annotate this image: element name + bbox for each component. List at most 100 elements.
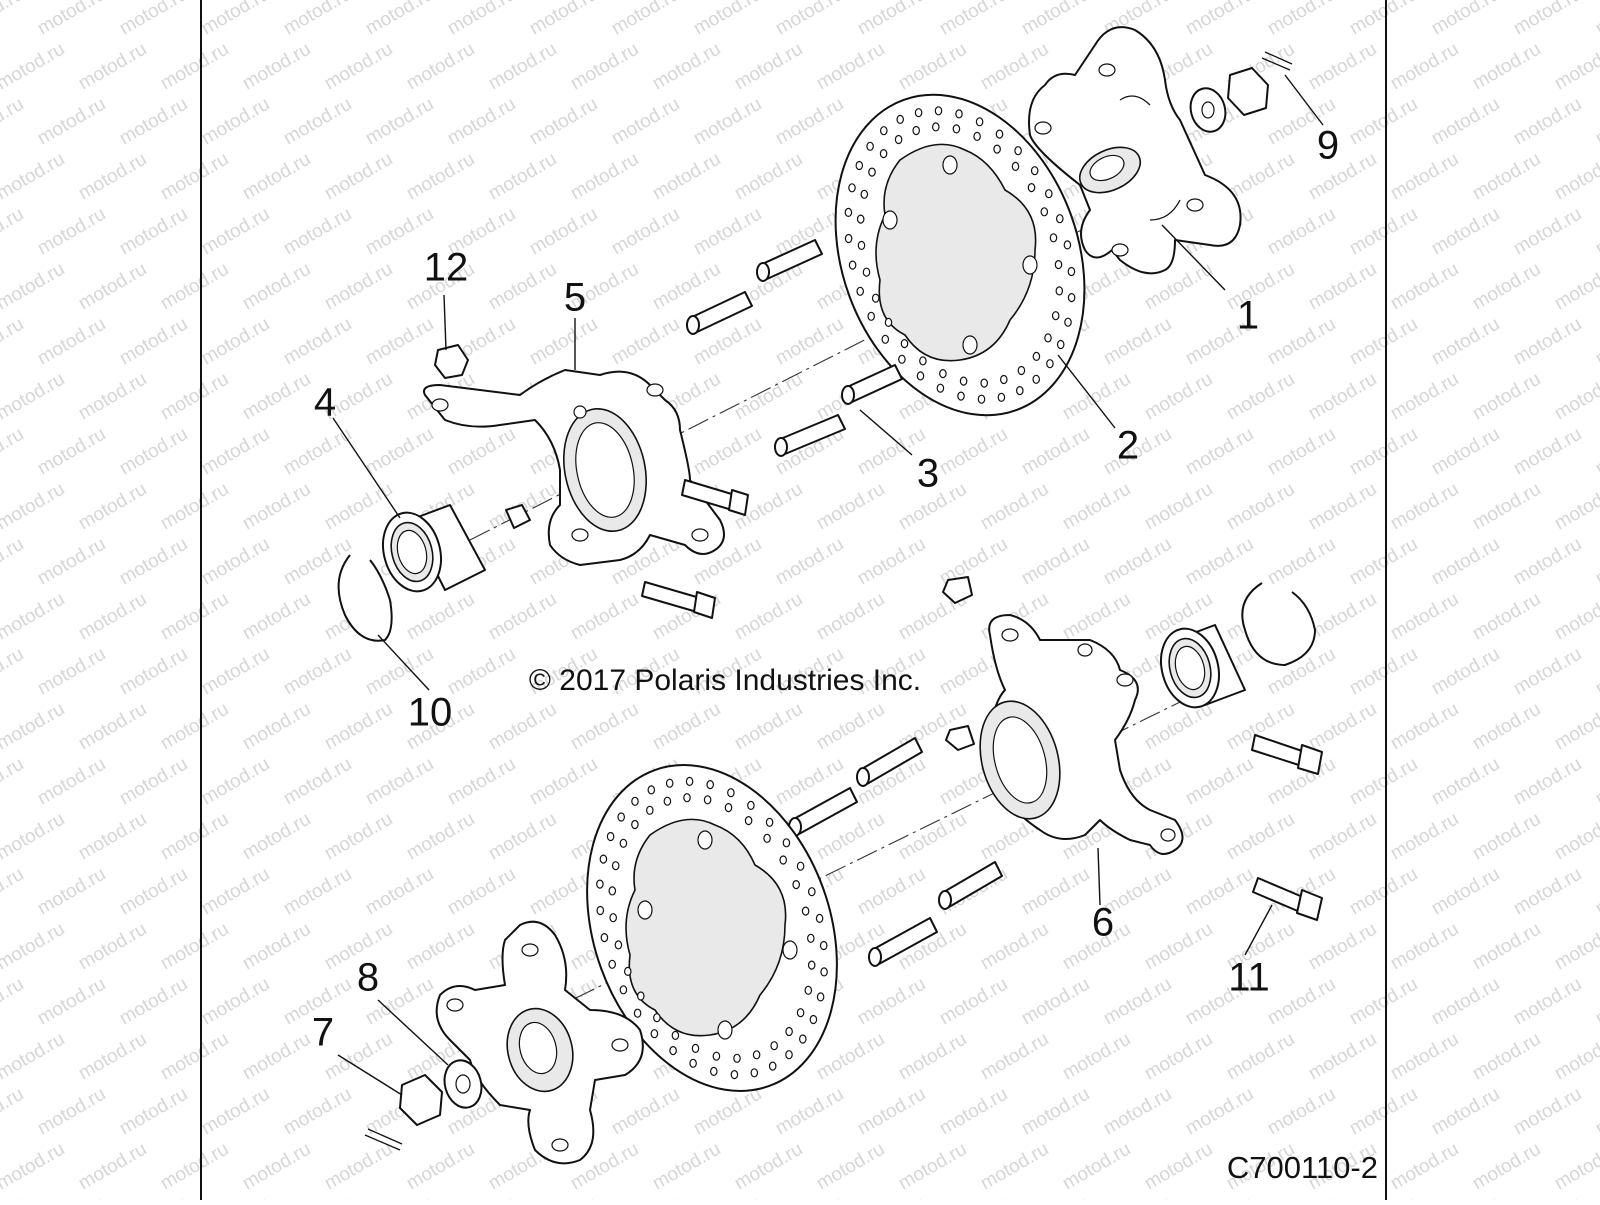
watermark-text: motod.ru <box>1223 369 1298 425</box>
watermark-text: motod.ru <box>567 149 642 205</box>
watermark-text: motod.ru <box>75 39 150 95</box>
watermark-text: motod.ru <box>280 754 355 810</box>
disc-vent-hole <box>1015 386 1024 396</box>
disc-vent-hole <box>785 1050 793 1060</box>
watermark-text: motod.ru <box>0 644 27 700</box>
watermark-text: motod.ru <box>1592 94 1600 150</box>
watermark-text: motod.ru <box>1264 1084 1339 1140</box>
watermark-text: motod.ru <box>1551 369 1600 425</box>
disc-vent-hole <box>868 167 876 177</box>
watermark-text: motod.ru <box>116 754 191 810</box>
watermark-text: motod.ru <box>280 424 355 480</box>
watermark-text: motod.ru <box>280 644 355 700</box>
watermark-text: motod.ru <box>280 94 355 150</box>
disc-vent-hole <box>1063 240 1072 250</box>
leader-lines <box>332 74 1324 1096</box>
watermark-text: motod.ru <box>1305 259 1380 315</box>
watermark-text: motod.ru <box>1551 1029 1600 1085</box>
watermark-text: motod.ru <box>157 589 232 645</box>
watermark-text: motod.ru <box>1141 1029 1216 1085</box>
watermark-text: motod.ru <box>34 864 109 920</box>
watermark-text: motod.ru <box>116 1194 191 1200</box>
disc-vent-hole <box>862 267 871 277</box>
disc-vent-hole <box>879 149 888 159</box>
watermark-text: motod.ru <box>854 974 929 1030</box>
watermark-text: motod.ru <box>1592 644 1600 700</box>
watermark-text: motod.ru <box>895 1029 970 1085</box>
watermark-text: motod.ru <box>362 754 437 810</box>
disc-vent-hole <box>636 991 645 1001</box>
watermark-text: motod.ru <box>34 0 109 39</box>
watermark-text: motod.ru <box>485 149 560 205</box>
watermark-text: motod.ru <box>526 314 601 370</box>
disc-vent-hole <box>619 838 628 848</box>
watermark-text: motod.ru <box>772 534 847 590</box>
watermark-text: motod.ru <box>321 1139 396 1195</box>
watermark-text: motod.ru <box>403 809 478 865</box>
watermark-text: motod.ru <box>362 94 437 150</box>
brake-disc-upper <box>834 93 1086 417</box>
disc-vent-hole <box>957 391 965 401</box>
watermark-text: motod.ru <box>936 1194 1011 1200</box>
snap-ring-upper <box>337 554 393 642</box>
watermark-text: motod.ru <box>1346 424 1421 480</box>
disc-vent-hole <box>683 793 691 803</box>
disc-vent-hole <box>1040 207 1049 217</box>
watermark-text: motod.ru <box>1510 1194 1585 1200</box>
disc-vent-hole <box>691 1043 700 1054</box>
watermark-text: motod.ru <box>0 369 68 425</box>
disc-vent-hole <box>993 144 1001 154</box>
watermark-text: motod.ru <box>772 94 847 150</box>
nut-12 <box>434 344 469 379</box>
watermark-text: motod.ru <box>1551 589 1600 645</box>
watermark-text: motod.ru <box>157 809 232 865</box>
watermark-text: motod.ru <box>1305 39 1380 95</box>
disc-vent-hole <box>1067 293 1076 303</box>
axle-nut-assembly-lower <box>364 1059 483 1151</box>
watermark-text: motod.ru <box>731 149 806 205</box>
watermark-text: motod.ru <box>1182 534 1257 590</box>
steering-knuckle-upper <box>423 369 725 566</box>
watermark-text: motod.ru <box>75 479 150 535</box>
disc-vent-hole <box>914 108 923 118</box>
watermark-text: motod.ru <box>1387 369 1462 425</box>
wheel-hub-upper <box>1028 26 1242 275</box>
watermark-text: motod.ru <box>1592 974 1600 1030</box>
watermark-text: motod.ru <box>772 1084 847 1140</box>
disc-vent-hole <box>689 1058 697 1068</box>
callout-5: 5 <box>564 276 586 320</box>
watermark-text: motod.ru <box>649 1139 724 1195</box>
disc-vent-hole <box>848 260 857 270</box>
watermark-text: motod.ru <box>731 589 806 645</box>
disc-vent-hole <box>647 785 656 795</box>
watermark-text: motod.ru <box>1100 1084 1175 1140</box>
watermark-text: motod.ru <box>34 974 109 1030</box>
watermark-text: motod.ru <box>239 1139 314 1195</box>
disc-vent-hole <box>596 879 604 889</box>
disc-vent-hole <box>796 861 805 871</box>
disc-vent-hole <box>900 339 909 349</box>
disc-vent-hole <box>844 207 853 217</box>
watermark-text: motod.ru <box>198 974 273 1030</box>
disc-vent-hole <box>712 1051 721 1061</box>
watermark-text: motod.ru <box>403 919 478 975</box>
watermark-text: motod.ru <box>157 259 232 315</box>
watermark-text: motod.ru <box>1592 1194 1600 1200</box>
disc-vent-hole <box>631 819 639 830</box>
disc-vent-hole <box>600 932 609 943</box>
watermark-text: motod.ru <box>34 534 109 590</box>
watermark-text: motod.ru <box>34 204 109 260</box>
disc-vent-hole <box>1011 161 1020 171</box>
watermark-text: motod.ru <box>1592 534 1600 590</box>
watermark-text: motod.ru <box>157 39 232 95</box>
watermark-text: motod.ru <box>157 699 232 755</box>
disc-vent-hole <box>785 1026 793 1037</box>
watermark-text: motod.ru <box>403 589 478 645</box>
watermark-text: motod.ru <box>0 1139 68 1195</box>
watermark-text: motod.ru <box>977 1029 1052 1085</box>
disc-vent-hole <box>857 240 866 250</box>
watermark-text: motod.ru <box>772 0 847 39</box>
disc-vent-hole <box>665 778 674 788</box>
watermark-text: motod.ru <box>1305 369 1380 425</box>
watermark-text: motod.ru <box>690 424 765 480</box>
